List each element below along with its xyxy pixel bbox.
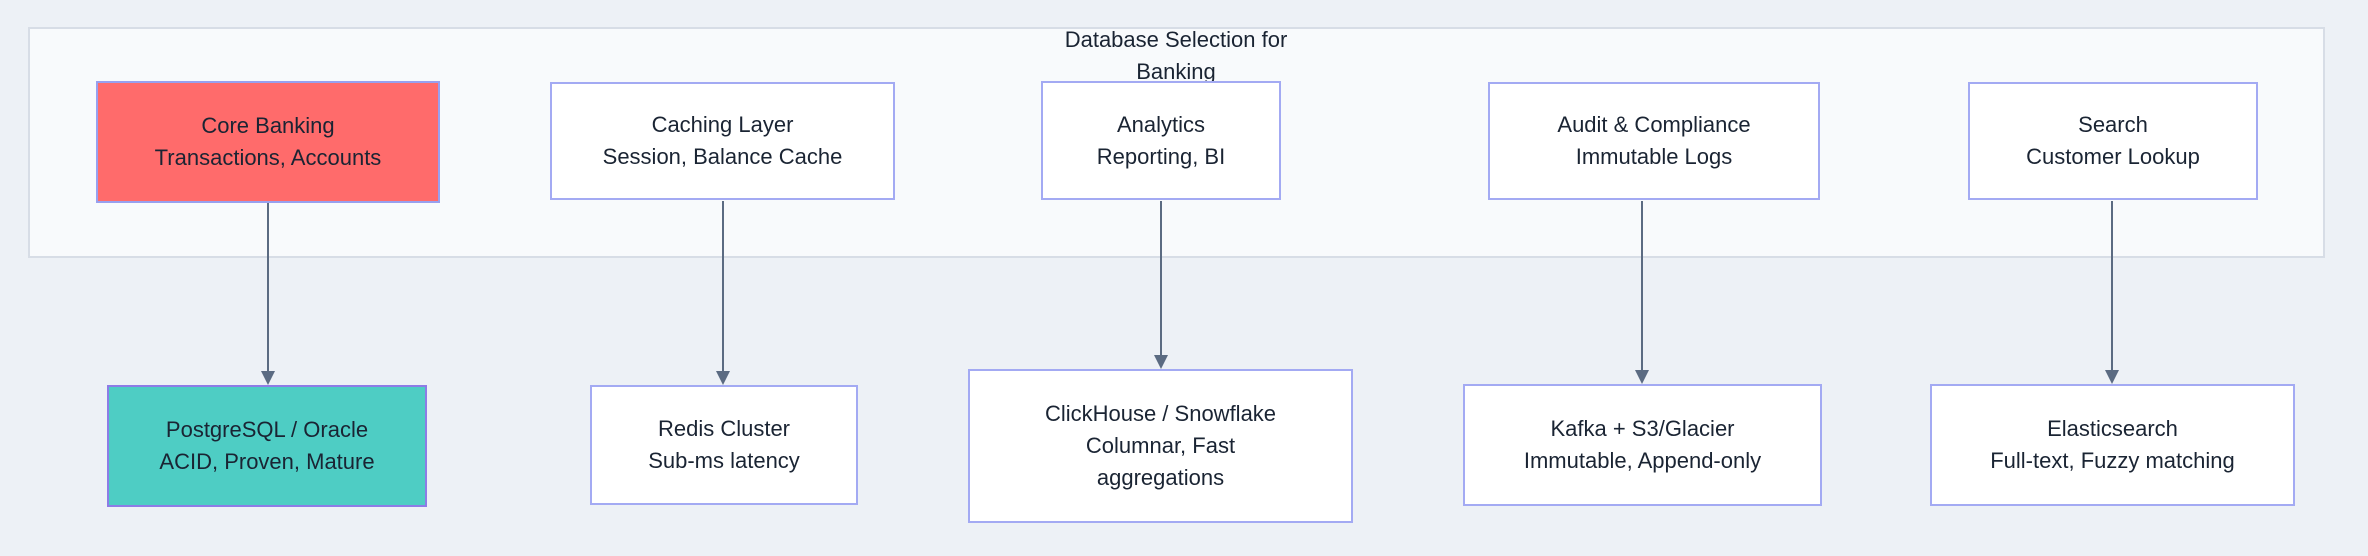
node-redis-cluster: Redis Cluster Sub-ms latency bbox=[590, 385, 858, 505]
node-postgresql-oracle: PostgreSQL / Oracle ACID, Proven, Mature bbox=[107, 385, 427, 507]
node-label-line: Audit & Compliance bbox=[1557, 112, 1751, 137]
node-label-line: Redis Cluster bbox=[657, 416, 791, 441]
edge-search-to-elasticsearch bbox=[2111, 201, 2113, 370]
node-label-line: Reporting, BI bbox=[1096, 143, 1226, 169]
arrowhead-icon bbox=[1635, 370, 1649, 384]
node-label-line: Analytics bbox=[1116, 111, 1206, 137]
edge-caching-to-redis bbox=[722, 201, 724, 371]
cluster-title-line-2: Banking bbox=[1136, 59, 1216, 84]
edge-analytics-to-clickhouse bbox=[1160, 201, 1162, 355]
arrowhead-icon bbox=[261, 371, 275, 385]
node-search: Search Customer Lookup bbox=[1968, 82, 2258, 200]
node-label-line: Customer Lookup bbox=[2026, 144, 2200, 169]
cluster-title: Database Selection for Banking bbox=[976, 24, 1376, 88]
node-clickhouse-snowflake: ClickHouse / Snowflake Columnar, Fast ag… bbox=[968, 369, 1353, 523]
node-label-line: Core Banking bbox=[201, 113, 335, 138]
arrowhead-icon bbox=[2105, 370, 2119, 384]
cluster-title-line-1: Database Selection for bbox=[1064, 27, 1288, 52]
node-label-line: Immutable Logs bbox=[1575, 144, 1733, 169]
node-label-line: Kafka + S3/Glacier bbox=[1550, 416, 1735, 441]
node-label-line: Immutable, Append-only bbox=[1523, 448, 1762, 473]
node-label-line: Transactions, Accounts bbox=[154, 145, 382, 170]
node-kafka-s3-glacier: Kafka + S3/Glacier Immutable, Append-onl… bbox=[1463, 384, 1822, 506]
edge-audit-to-kafka bbox=[1641, 201, 1643, 370]
node-caching-layer: Caching Layer Session, Balance Cache bbox=[550, 82, 895, 200]
node-label-line: Sub-ms latency bbox=[648, 448, 800, 473]
node-core-banking: Core Banking Transactions, Accounts bbox=[96, 81, 440, 203]
node-analytics: Analytics Reporting, BI bbox=[1041, 81, 1281, 200]
node-label-line: Search bbox=[2078, 112, 2148, 137]
edge-core-banking-to-postgres bbox=[267, 203, 269, 371]
node-elasticsearch: Elasticsearch Full-text, Fuzzy matching bbox=[1930, 384, 2295, 506]
node-label-line: Columnar, Fast bbox=[1085, 433, 1236, 458]
node-label-line: aggregations bbox=[1096, 465, 1225, 490]
arrowhead-icon bbox=[1154, 355, 1168, 369]
node-label-line: Full-text, Fuzzy matching bbox=[1990, 448, 2235, 473]
node-label-line: Elasticsearch bbox=[2047, 416, 2178, 441]
node-label-line: ACID, Proven, Mature bbox=[159, 449, 375, 474]
node-label-line: PostgreSQL / Oracle bbox=[165, 417, 369, 442]
arrowhead-icon bbox=[716, 371, 730, 385]
node-audit-compliance: Audit & Compliance Immutable Logs bbox=[1488, 82, 1820, 200]
node-label-line: ClickHouse / Snowflake bbox=[1044, 401, 1277, 426]
node-label-line: Caching Layer bbox=[651, 112, 794, 137]
node-label-line: Session, Balance Cache bbox=[602, 144, 843, 169]
